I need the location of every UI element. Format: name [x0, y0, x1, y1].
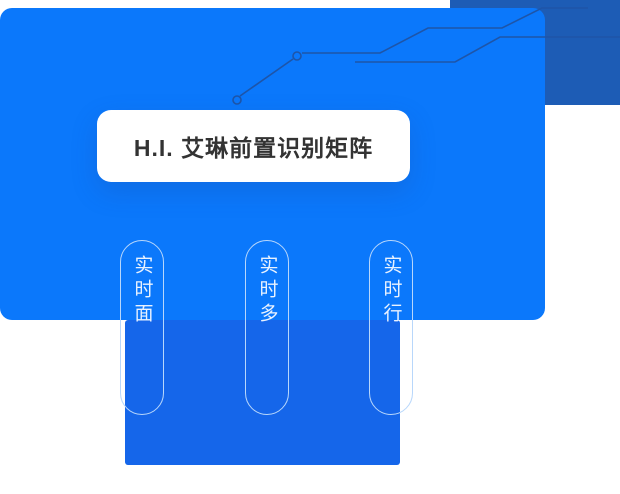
feature-pill-realtime-face: 实时面 [120, 240, 164, 415]
feature-pill-label: 实时面 [131, 255, 153, 327]
title-card: H.I. 艾琳前置识别矩阵 [97, 110, 410, 182]
feature-pill-label: 实时多 [256, 255, 278, 327]
feature-pill-realtime-multi: 实时多 [245, 240, 289, 415]
lower-panel [125, 320, 400, 465]
feature-pill-realtime-behavior: 实时行 [369, 240, 413, 415]
feature-pill-label: 实时行 [380, 255, 402, 327]
page-title: H.I. 艾琳前置识别矩阵 [133, 135, 374, 161]
